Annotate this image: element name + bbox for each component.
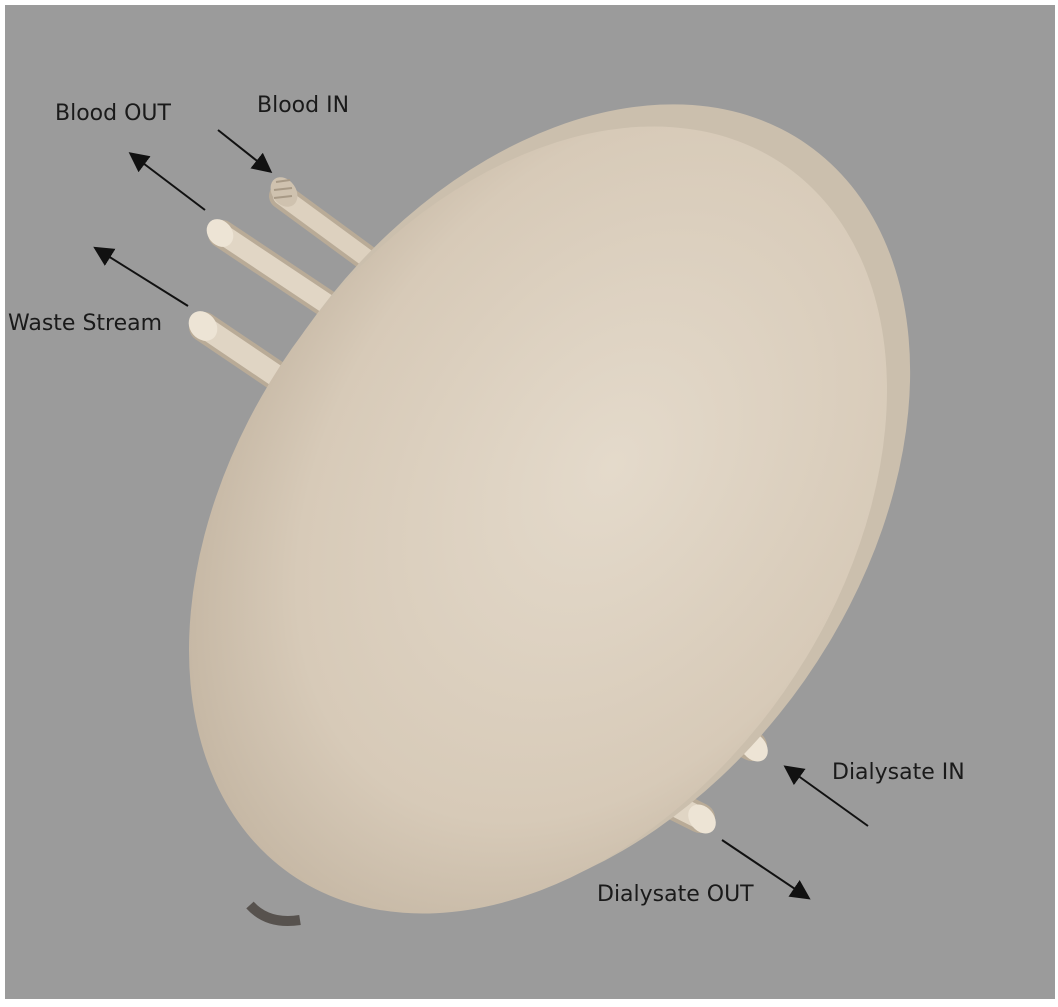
waste-stream-label: Waste Stream: [8, 311, 162, 336]
dialysate-in-label: Dialysate IN: [832, 760, 965, 785]
blood-in-label: Blood IN: [257, 93, 349, 118]
blood-out-label: Blood OUT: [55, 101, 171, 126]
dialysate-out-label: Dialysate OUT: [597, 882, 754, 907]
